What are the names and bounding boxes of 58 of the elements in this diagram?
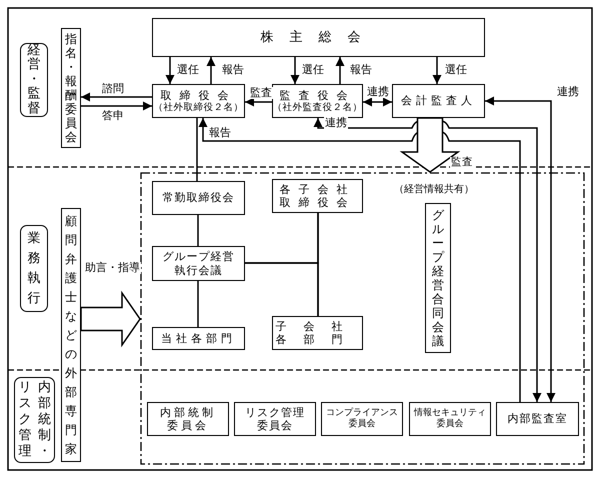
- edge-label: 助言・指導: [84, 262, 141, 274]
- edge-label: 報告: [349, 64, 373, 76]
- box-title: 取締役会: [160, 88, 236, 102]
- edge-label: 選任: [301, 64, 325, 76]
- arrow: [314, 118, 542, 402]
- box-title: 監査役会: [280, 88, 356, 102]
- arrow: [290, 57, 300, 84]
- arrow: [336, 57, 344, 84]
- arrow: [81, 92, 152, 102]
- edge-label: 連携: [366, 86, 390, 98]
- auditor-box: 会計監査人: [392, 84, 485, 118]
- edge-label: 諮問: [101, 83, 125, 95]
- arrow: [81, 102, 152, 110]
- dash-dot-frame: [140, 172, 585, 465]
- committee-box: 内部統制委員会: [147, 402, 229, 436]
- board-box: 各子会社取締役会: [272, 179, 363, 213]
- committee-box: 指名・報酬委員会: [61, 28, 81, 148]
- block-arrow: [400, 117, 460, 173]
- block-arrow: [80, 290, 141, 348]
- box-note: （社外監査役２名）: [272, 102, 362, 114]
- arrow: [166, 57, 174, 84]
- connector-line: [317, 213, 319, 316]
- arrow: [485, 96, 556, 402]
- connector-line: [196, 118, 198, 181]
- edge-label: 報告: [221, 64, 245, 76]
- section-label: 業務執行: [20, 225, 48, 312]
- edge-label: 連携: [556, 86, 580, 98]
- advisor-box: 顧問弁護士などの外部専門家: [61, 208, 81, 462]
- box-note: （社外取締役２名）: [154, 102, 244, 114]
- board-box: [152, 84, 245, 118]
- box-title: グループ経営合同会議: [431, 208, 445, 348]
- board-box: 常勤取締役会: [152, 181, 245, 215]
- arrow: [432, 57, 442, 84]
- arrow: [363, 98, 392, 106]
- note-text: （経営情報共有）: [394, 184, 474, 196]
- arrow: [198, 118, 521, 402]
- edge-label: 連携: [324, 117, 348, 129]
- edge-label: 報告: [208, 127, 232, 139]
- section-label: 内部統制・リスク管理: [14, 377, 55, 463]
- connector-line: [197, 281, 199, 327]
- meeting-box: グループ経営執行会議: [152, 246, 245, 281]
- committee-box: コンプライアンス委員会: [321, 402, 403, 436]
- edge-label: 監査: [450, 157, 474, 168]
- edge-label: 監査: [249, 87, 273, 99]
- department-box: 当社各部門: [152, 327, 245, 350]
- section-label: 経営・監督: [20, 43, 48, 117]
- meeting-box: 株主総会: [152, 18, 485, 57]
- arrow: [206, 57, 216, 84]
- committee-box: リスク管理委員会: [234, 402, 316, 436]
- connector-line: [197, 215, 199, 246]
- edge-label: 答申: [101, 110, 125, 122]
- edge-label: 選任: [176, 64, 200, 76]
- arrow: [245, 98, 272, 106]
- audit-office-box: 内部監査室: [496, 402, 579, 436]
- board-box: [272, 84, 363, 118]
- edge-label: 選任: [444, 64, 468, 76]
- committee-box: 情報セキュリティ委員会: [409, 402, 491, 436]
- department-box: 子会社各部門: [272, 316, 363, 350]
